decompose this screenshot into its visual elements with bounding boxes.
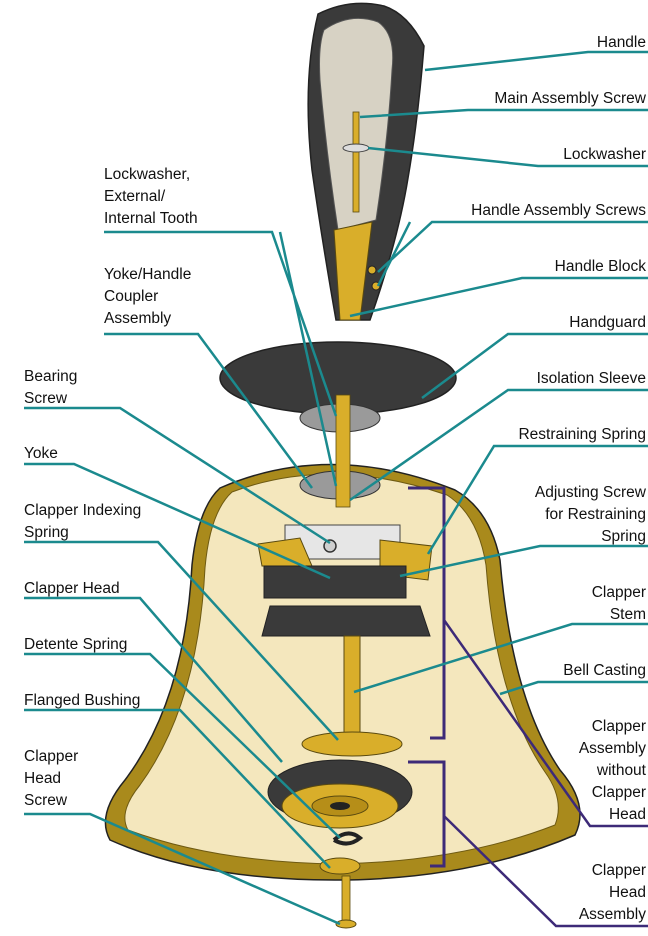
bracket-leaders [442,619,648,928]
leader-lines [24,50,648,926]
label-yoke: Yoke [24,445,58,462]
label-restraining-spring: Restraining Spring [518,426,646,443]
label-handle-block: Handle Block [554,258,646,275]
yoke [257,524,433,637]
label-main-assembly-screw: Main Assembly Screw [494,90,646,107]
isolation-sleeve [335,394,351,508]
label-clapper-head-assembly: Clapper Head Assembly [578,862,646,923]
flanged-bushing [319,857,361,875]
clapper-head-screw [335,919,357,929]
label-bell-casting: Bell Casting [563,662,646,679]
label-adjusting-screw: Adjusting Screw for Restraining Spring [534,484,646,545]
label-handle: Handle [596,34,646,51]
brackets [408,486,446,868]
label-clapper-assembly-without-head: Clapper Assembly without Clapper Head [578,718,646,823]
label-clapper-stem: Clapper Stem [591,584,646,623]
detente-spring [332,831,364,846]
label-lockwasher-tooth: Lockwasher, External/ Internal Tooth [104,166,198,227]
label-flanged-bushing: Flanged Bushing [24,692,141,709]
label-handle-assembly-screws: Handle Assembly Screws [471,202,646,219]
label-detente-spring: Detente Spring [24,636,128,653]
label-handguard: Handguard [569,314,646,331]
handle [307,2,425,321]
label-clapper-indexing-spring: Clapper Indexing Spring [24,502,142,541]
label-clapper-head: Clapper Head [24,580,120,597]
label-lockwasher: Lockwasher [563,146,646,163]
clapper-indexing-spring [301,731,403,757]
label-yoke-handle-coupler: Yoke/Handle Coupler Assembly [104,266,192,327]
label-bearing-screw: Bearing Screw [24,368,78,407]
clapper-head [267,759,413,829]
label-isolation-sleeve: Isolation Sleeve [536,370,646,387]
label-clapper-head-screw: Clapper Head Screw [24,748,79,809]
